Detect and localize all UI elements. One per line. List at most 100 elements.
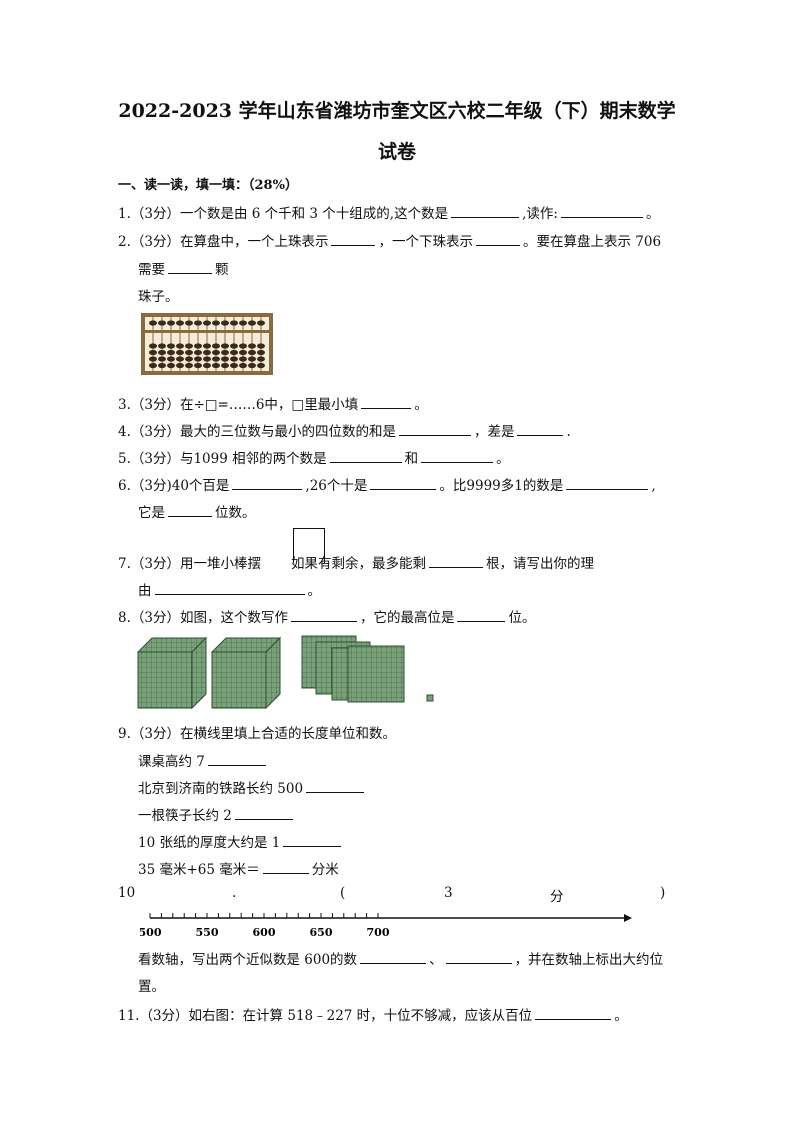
section-heading: 一、读一读，填一填：（28%） — [118, 178, 298, 193]
answer-blank[interactable] — [283, 832, 342, 847]
abacus-lower-bead — [158, 356, 166, 362]
abacus-lower-bead — [167, 356, 175, 362]
abacus-upper-bead — [176, 320, 184, 326]
abacus-lower-bead — [239, 356, 247, 362]
question-9-item: 北京到济南的铁路长约 500 — [138, 777, 367, 797]
answer-blank[interactable] — [566, 475, 649, 490]
abacus-lower-bead — [158, 349, 166, 356]
thousand-cube — [136, 636, 208, 710]
abacus-upper-bead — [194, 320, 202, 326]
page-title: 2022-2023 学年山东省潍坊市奎文区六校二年级（下）期末数学 — [118, 100, 676, 122]
question-8: 8.（3分）如图，这个数写作，它的最高位是位。 — [118, 606, 535, 626]
abacus-upper-bead — [167, 320, 175, 326]
abacus-upper-bead — [185, 320, 193, 326]
abacus-lower-bead — [167, 349, 175, 356]
abacus-lower-bead — [194, 356, 202, 362]
abacus-lower-bead — [194, 362, 202, 369]
abacus-upper-bead — [248, 320, 256, 326]
answer-blank[interactable] — [428, 553, 483, 568]
abacus-lower-bead — [176, 349, 184, 356]
question-10-dot: . — [232, 885, 237, 901]
answer-blank[interactable] — [262, 859, 309, 874]
question-2-cont2: 珠子。 — [138, 289, 179, 305]
question-10-cont: 置。 — [138, 979, 165, 995]
hundred-flat — [347, 645, 405, 703]
abacus-lower-bead — [149, 343, 157, 349]
number-line: 500 550 600 650 700 — [140, 913, 632, 939]
abacus-lower-bead — [203, 349, 211, 356]
abacus-lower-bead — [221, 343, 229, 349]
abacus-lower-bead — [257, 343, 265, 349]
answer-blank[interactable] — [370, 475, 437, 490]
answer-blank[interactable] — [290, 607, 357, 622]
abacus-upper-bead — [221, 320, 229, 326]
question-10-number: 10 — [118, 885, 136, 901]
abacus-lower-bead — [239, 343, 247, 349]
number-line-label: 700 — [367, 926, 390, 939]
abacus-lower-bead — [203, 356, 211, 362]
question-7: 7.（3分）用一堆小棒摆如果有剩余，最多能剩根，请写出你的理 — [118, 552, 594, 572]
answer-blank[interactable] — [168, 502, 212, 517]
answer-blank[interactable] — [306, 778, 365, 793]
answer-blank[interactable] — [154, 580, 305, 595]
abacus-image — [141, 313, 273, 375]
abacus-lower-bead — [212, 356, 220, 362]
abacus-lower-bead — [149, 349, 157, 356]
answer-blank[interactable] — [207, 751, 266, 766]
abacus-upper-bead — [230, 320, 238, 326]
answer-blank[interactable] — [457, 607, 506, 622]
question-10-paren-close: ) — [660, 885, 666, 901]
abacus-lower-bead — [149, 362, 157, 369]
answer-blank[interactable] — [360, 949, 427, 964]
answer-blank[interactable] — [232, 475, 303, 490]
question-1: 1.（3分）一个数是由 6 个千和 3 个十组成的,这个数是,读作:。 — [118, 202, 659, 222]
abacus-lower-bead — [149, 356, 157, 362]
abacus-lower-bead — [176, 343, 184, 349]
question-4: 4.（3分）最大的三位数与最小的四位数的和是，差是. — [118, 420, 571, 440]
answer-blank[interactable] — [331, 231, 376, 246]
question-11: 11.（3分）如右图：在计算 518﹣227 时，十位不够减，应该从百位。 — [118, 1004, 628, 1024]
question-10-unit: 分 — [550, 889, 564, 905]
answer-blank[interactable] — [451, 203, 520, 218]
abacus-lower-bead — [176, 362, 184, 369]
abacus-lower-bead — [248, 356, 256, 362]
abacus-upper-bead — [149, 320, 157, 326]
abacus-lower-bead — [176, 356, 184, 362]
question-5: 5.（3分）与1099 相邻的两个数是和。 — [118, 447, 510, 467]
abacus-upper-bead — [212, 320, 220, 326]
unit-cube — [426, 694, 434, 702]
number-line-label: 550 — [196, 926, 219, 939]
answer-blank[interactable] — [475, 231, 520, 246]
question-7-cont: 由。 — [138, 579, 321, 599]
abacus-lower-bead — [185, 349, 193, 356]
question-9-item: 10 张纸的厚度大约是 1 — [138, 831, 344, 851]
abacus-lower-bead — [221, 356, 229, 362]
answer-blank[interactable] — [535, 1005, 612, 1020]
question-3: 3.（3分）在÷□=……6中，□里最小填。 — [118, 393, 428, 413]
square-figure — [293, 528, 325, 563]
answer-blank[interactable] — [234, 805, 293, 820]
answer-blank[interactable] — [421, 448, 494, 463]
question-10-text: 看数轴，写出两个近似数是 600的数、，并在数轴上标出大约位 — [138, 948, 663, 968]
question-10-score: 3 — [444, 885, 453, 901]
abacus-lower-bead — [248, 349, 256, 356]
abacus-lower-bead — [248, 362, 256, 369]
abacus-lower-bead — [194, 349, 202, 356]
answer-blank[interactable] — [168, 259, 212, 274]
answer-blank[interactable] — [517, 421, 564, 436]
question-6-cont: 它是位数。 — [138, 501, 256, 521]
answer-blank[interactable] — [445, 949, 512, 964]
answer-blank[interactable] — [560, 203, 643, 218]
abacus-lower-bead — [212, 362, 220, 369]
thousand-cube — [210, 636, 282, 710]
answer-blank[interactable] — [361, 394, 412, 409]
answer-blank[interactable] — [329, 448, 402, 463]
abacus-lower-bead — [230, 343, 238, 349]
answer-blank[interactable] — [398, 421, 471, 436]
number-line-label: 650 — [310, 926, 333, 939]
number-line-label: 600 — [253, 926, 276, 939]
arrow-icon — [624, 914, 632, 922]
abacus-lower-bead — [185, 362, 193, 369]
number-line-label: 500 — [140, 926, 162, 939]
